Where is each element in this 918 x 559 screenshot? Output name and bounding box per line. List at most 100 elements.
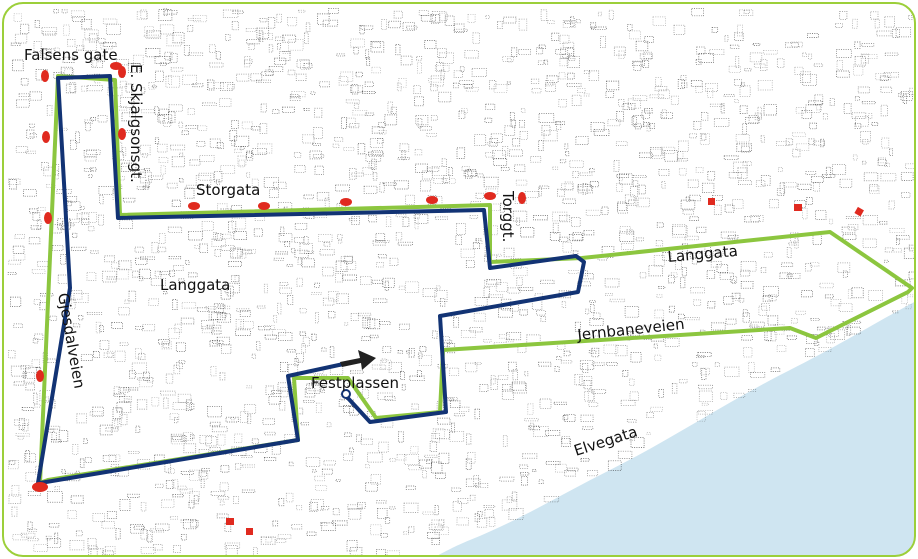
building <box>787 272 801 279</box>
building <box>577 186 593 194</box>
building <box>630 352 642 363</box>
building <box>613 160 620 172</box>
barrier-marker-icon <box>110 62 122 70</box>
building <box>405 194 415 205</box>
building <box>100 42 113 50</box>
building <box>869 185 880 195</box>
building <box>585 209 602 216</box>
building <box>556 343 566 350</box>
building <box>734 79 742 86</box>
building <box>737 167 748 180</box>
building <box>198 470 207 477</box>
building <box>235 462 242 470</box>
building <box>538 479 544 484</box>
building <box>289 96 301 101</box>
building <box>851 112 867 119</box>
building <box>250 73 263 82</box>
building <box>123 398 130 403</box>
building <box>12 59 24 72</box>
building <box>273 315 278 323</box>
building <box>264 325 275 330</box>
building <box>632 180 639 187</box>
building <box>430 14 441 24</box>
building <box>565 151 570 157</box>
building <box>405 281 420 293</box>
building <box>294 222 308 231</box>
building <box>166 34 182 47</box>
building <box>105 427 119 432</box>
building <box>157 115 165 122</box>
building <box>880 173 897 182</box>
building <box>224 282 240 294</box>
building <box>315 402 322 413</box>
building <box>852 18 858 29</box>
building <box>326 422 332 428</box>
building <box>29 208 38 214</box>
building <box>641 110 650 119</box>
building <box>76 213 90 219</box>
building <box>251 126 261 131</box>
building <box>151 85 158 89</box>
building <box>879 221 888 225</box>
building <box>170 433 185 442</box>
building <box>369 138 384 149</box>
building <box>251 178 259 189</box>
building <box>572 250 579 255</box>
building <box>728 65 741 74</box>
building <box>684 235 699 241</box>
building <box>148 82 155 90</box>
building <box>398 431 404 443</box>
building <box>698 390 713 403</box>
building <box>639 152 653 158</box>
building <box>724 366 740 377</box>
building <box>506 58 512 63</box>
building <box>516 217 520 226</box>
building <box>720 391 728 400</box>
building <box>244 56 251 68</box>
building <box>587 389 594 401</box>
building <box>37 207 46 211</box>
building <box>142 185 150 190</box>
building <box>559 58 569 67</box>
building <box>691 257 698 265</box>
building <box>111 419 119 430</box>
building <box>229 130 238 141</box>
building <box>14 234 25 239</box>
building <box>562 415 569 420</box>
building <box>313 213 327 219</box>
building <box>582 183 588 195</box>
building <box>845 216 861 219</box>
building <box>188 272 198 278</box>
building <box>279 51 291 61</box>
building <box>17 435 24 440</box>
building <box>378 129 387 135</box>
building <box>861 43 875 47</box>
building <box>32 211 41 222</box>
building <box>167 468 175 475</box>
building <box>790 232 799 243</box>
building <box>563 20 573 24</box>
building <box>29 123 35 128</box>
building <box>280 226 285 236</box>
building <box>699 133 710 145</box>
building <box>754 112 762 121</box>
building <box>830 298 842 307</box>
building <box>211 426 228 433</box>
building <box>181 130 189 135</box>
building <box>620 399 636 406</box>
building <box>650 147 663 157</box>
building <box>466 433 472 445</box>
building <box>720 103 725 114</box>
building <box>729 44 740 49</box>
building <box>434 64 450 72</box>
building <box>136 11 148 20</box>
building <box>710 261 722 268</box>
building <box>843 103 852 114</box>
building <box>310 369 324 374</box>
building <box>696 46 706 55</box>
building <box>426 133 437 137</box>
building <box>660 112 673 119</box>
building <box>286 264 294 267</box>
building <box>225 416 239 423</box>
